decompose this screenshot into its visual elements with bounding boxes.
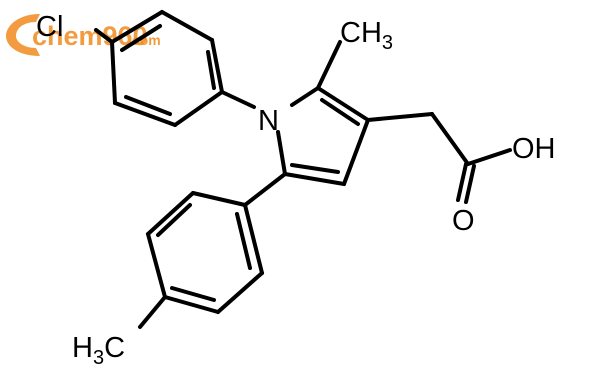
- bond: [146, 191, 195, 236]
- bond: [316, 86, 370, 122]
- bond-inner: [156, 203, 192, 237]
- bond: [290, 86, 320, 107]
- watermark-logo: chem960 .com: [6, 14, 161, 56]
- bond-c-o-double-1: [456, 162, 468, 202]
- bond: [113, 101, 177, 127]
- methyl-bottom-sub: 3: [93, 347, 104, 369]
- methyl-bottom-main: H: [72, 332, 93, 364]
- methyl-top-main: CH: [340, 17, 382, 49]
- atom-methyl-top: CH3: [340, 17, 393, 54]
- atom-chlorine: Cl: [36, 11, 63, 43]
- bond: [191, 191, 247, 207]
- chlorophenyl-ring: [94, 10, 224, 127]
- watermark-c-shape: [6, 14, 40, 56]
- bond-inner: [170, 286, 216, 302]
- atom-carbonyl-oxygen: O: [452, 205, 475, 237]
- bond: [342, 118, 370, 186]
- bond: [283, 172, 346, 186]
- bond: [160, 10, 214, 42]
- bond: [430, 112, 470, 166]
- atom-nitrogen: N: [258, 105, 279, 137]
- bond-methyl-bottom: [138, 295, 167, 329]
- bond-n-aryl: [220, 90, 256, 109]
- methyl-top-sub: 3: [382, 32, 393, 54]
- bond-inner: [124, 95, 172, 116]
- bond: [366, 112, 434, 122]
- methyl-bottom-tail: C: [104, 332, 125, 364]
- bond: [110, 10, 164, 44]
- bond-inner: [320, 98, 360, 126]
- bond-inner: [290, 163, 340, 174]
- bond: [163, 295, 220, 314]
- bond-methyl-top: [316, 40, 342, 90]
- bond: [146, 232, 167, 299]
- bond-chloro: [94, 28, 114, 44]
- atom-hydroxyl: OH: [512, 133, 556, 165]
- bond: [110, 40, 117, 105]
- bond: [210, 38, 224, 94]
- atom-methyl-bottom: H3C: [72, 332, 125, 369]
- tolyl-ring: [146, 191, 264, 314]
- pyrrole-ring: [276, 86, 370, 186]
- bond: [216, 271, 264, 314]
- bond-inner: [206, 50, 216, 90]
- bond: [173, 90, 224, 127]
- watermark-suffix: .com: [128, 32, 161, 48]
- bond-inner: [120, 24, 162, 52]
- bond-inner: [235, 212, 252, 270]
- bond-pyrrole-tolyl: [243, 172, 287, 207]
- bond: [243, 203, 264, 275]
- bond-c-oh: [466, 148, 512, 166]
- bond-c-o-double-2: [464, 164, 476, 204]
- acetic-acid-chain: [366, 112, 512, 204]
- bond: [276, 130, 287, 176]
